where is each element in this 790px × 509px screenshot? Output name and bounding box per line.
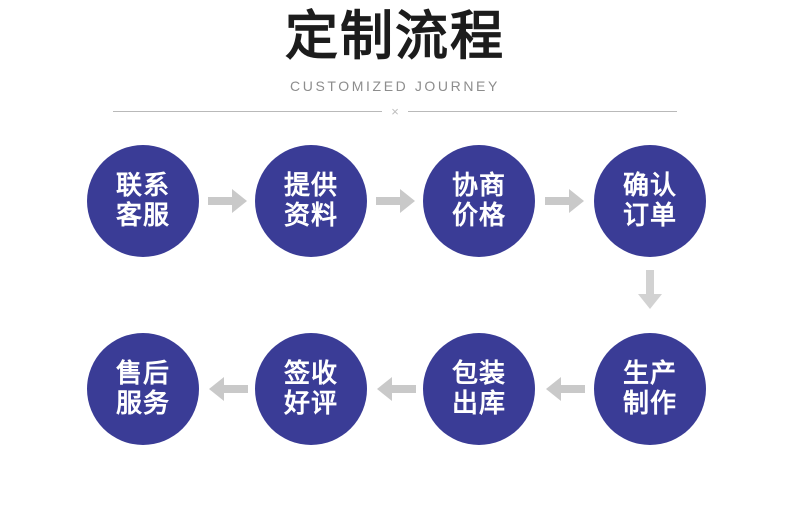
divider-cross-icon: × [391,103,399,119]
flow-node-label-line1: 确认 [622,171,677,201]
flow-node-step-5[interactable]: 生产 制作 [594,333,706,445]
flow-node-label-line1: 生产 [622,359,677,389]
page-subtitle: CUSTOMIZED JOURNEY [290,78,500,94]
flow-node-step-8[interactable]: 售后 服务 [87,333,199,445]
flow-node-label-line2: 价格 [451,201,506,231]
flow-node-label-line1: 签收 [283,359,338,389]
arrow-left-icon-row2-3 [545,376,585,402]
flow-node-label-line2: 好评 [283,389,338,419]
flow-node-label-line1: 协商 [451,171,506,201]
divider: × [113,103,677,119]
flow-node-label-line2: 制作 [622,389,677,419]
page-title: 定制流程 [285,6,505,67]
flow-node-label-line1: 包装 [451,359,506,389]
flow-node-step-6[interactable]: 包装 出库 [423,333,535,445]
flow-node-label-line2: 出库 [451,389,506,419]
arrow-down-icon [637,270,663,310]
flow-node-label-line1: 售后 [115,359,170,389]
header: 定制流程 CUSTOMIZED JOURNEY [0,0,790,94]
arrow-left-icon-row2-1 [208,376,248,402]
flow-node-step-3[interactable]: 协商 价格 [423,145,535,257]
arrow-right-icon-row1-2 [376,188,416,214]
arrow-right-icon-row1-1 [208,188,248,214]
divider-line-left [113,110,383,112]
flow-node-label-line2: 客服 [115,201,170,231]
flow-node-label-line1: 提供 [283,171,338,201]
arrow-left-icon-row2-2 [376,376,416,402]
flow-node-step-4[interactable]: 确认 订单 [594,145,706,257]
flow-node-step-2[interactable]: 提供 资料 [255,145,367,257]
flow-node-label-line2: 订单 [622,201,677,231]
flow-node-label-line2: 资料 [283,201,338,231]
flow-node-label-line1: 联系 [115,171,170,201]
flow-node-step-1[interactable]: 联系 客服 [87,145,199,257]
arrow-right-icon-row1-3 [545,188,585,214]
divider-line-right [407,110,677,112]
flow-node-step-7[interactable]: 签收 好评 [255,333,367,445]
flow-node-label-line2: 服务 [115,389,170,419]
